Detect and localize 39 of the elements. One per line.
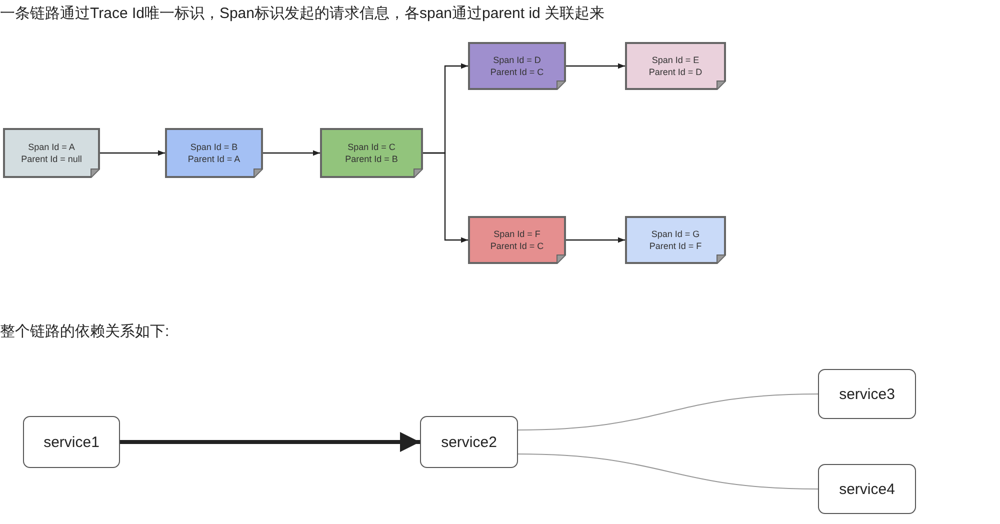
service-box	[23, 416, 120, 468]
span-note	[3, 128, 100, 178]
node-text: service1	[44, 434, 100, 450]
service-box	[420, 416, 518, 468]
arrow	[423, 152, 468, 243]
node-text: Parent Id = B	[345, 153, 398, 165]
node-text: Span Id = D	[493, 54, 541, 66]
node-text: Parent Id = A	[188, 153, 240, 165]
span-note	[165, 128, 263, 178]
arrow	[100, 150, 165, 156]
span-note	[625, 42, 726, 90]
node-text: service2	[441, 434, 497, 450]
node-text: Span Id = B	[190, 141, 238, 153]
node-text: Parent Id = D	[648, 66, 702, 78]
node-text: Parent Id = C	[490, 240, 544, 252]
node-text: Span Id = G	[651, 228, 700, 240]
arrow	[263, 150, 320, 156]
node-text: Parent Id = F	[649, 240, 702, 252]
heading-text: 一条链路通过Trace Id唯一标识，Span标识发起的请求信息，各span通过parent id 关联起来	[0, 4, 605, 23]
span-note	[468, 216, 566, 264]
service-box	[818, 369, 916, 419]
connector-curve	[518, 394, 818, 430]
connector-curve	[518, 454, 818, 490]
node-text: service3	[839, 386, 895, 402]
node-text: Span Id = A	[28, 141, 75, 153]
span-note	[320, 128, 423, 178]
node-text: Parent Id = C	[490, 66, 544, 78]
arrow	[566, 63, 625, 69]
arrow	[566, 237, 625, 243]
node-text: Span Id = C	[348, 141, 396, 153]
node-text: Parent Id = null	[21, 153, 82, 165]
span-note	[468, 42, 566, 90]
span-note	[625, 216, 726, 264]
node-text: Span Id = F	[494, 228, 540, 240]
service-box	[818, 464, 916, 514]
heading-text: 整个链路的依赖关系如下:	[0, 322, 170, 341]
thick-arrow	[120, 432, 420, 452]
node-text: service4	[839, 480, 895, 498]
node-text: Span Id = E	[652, 54, 700, 66]
